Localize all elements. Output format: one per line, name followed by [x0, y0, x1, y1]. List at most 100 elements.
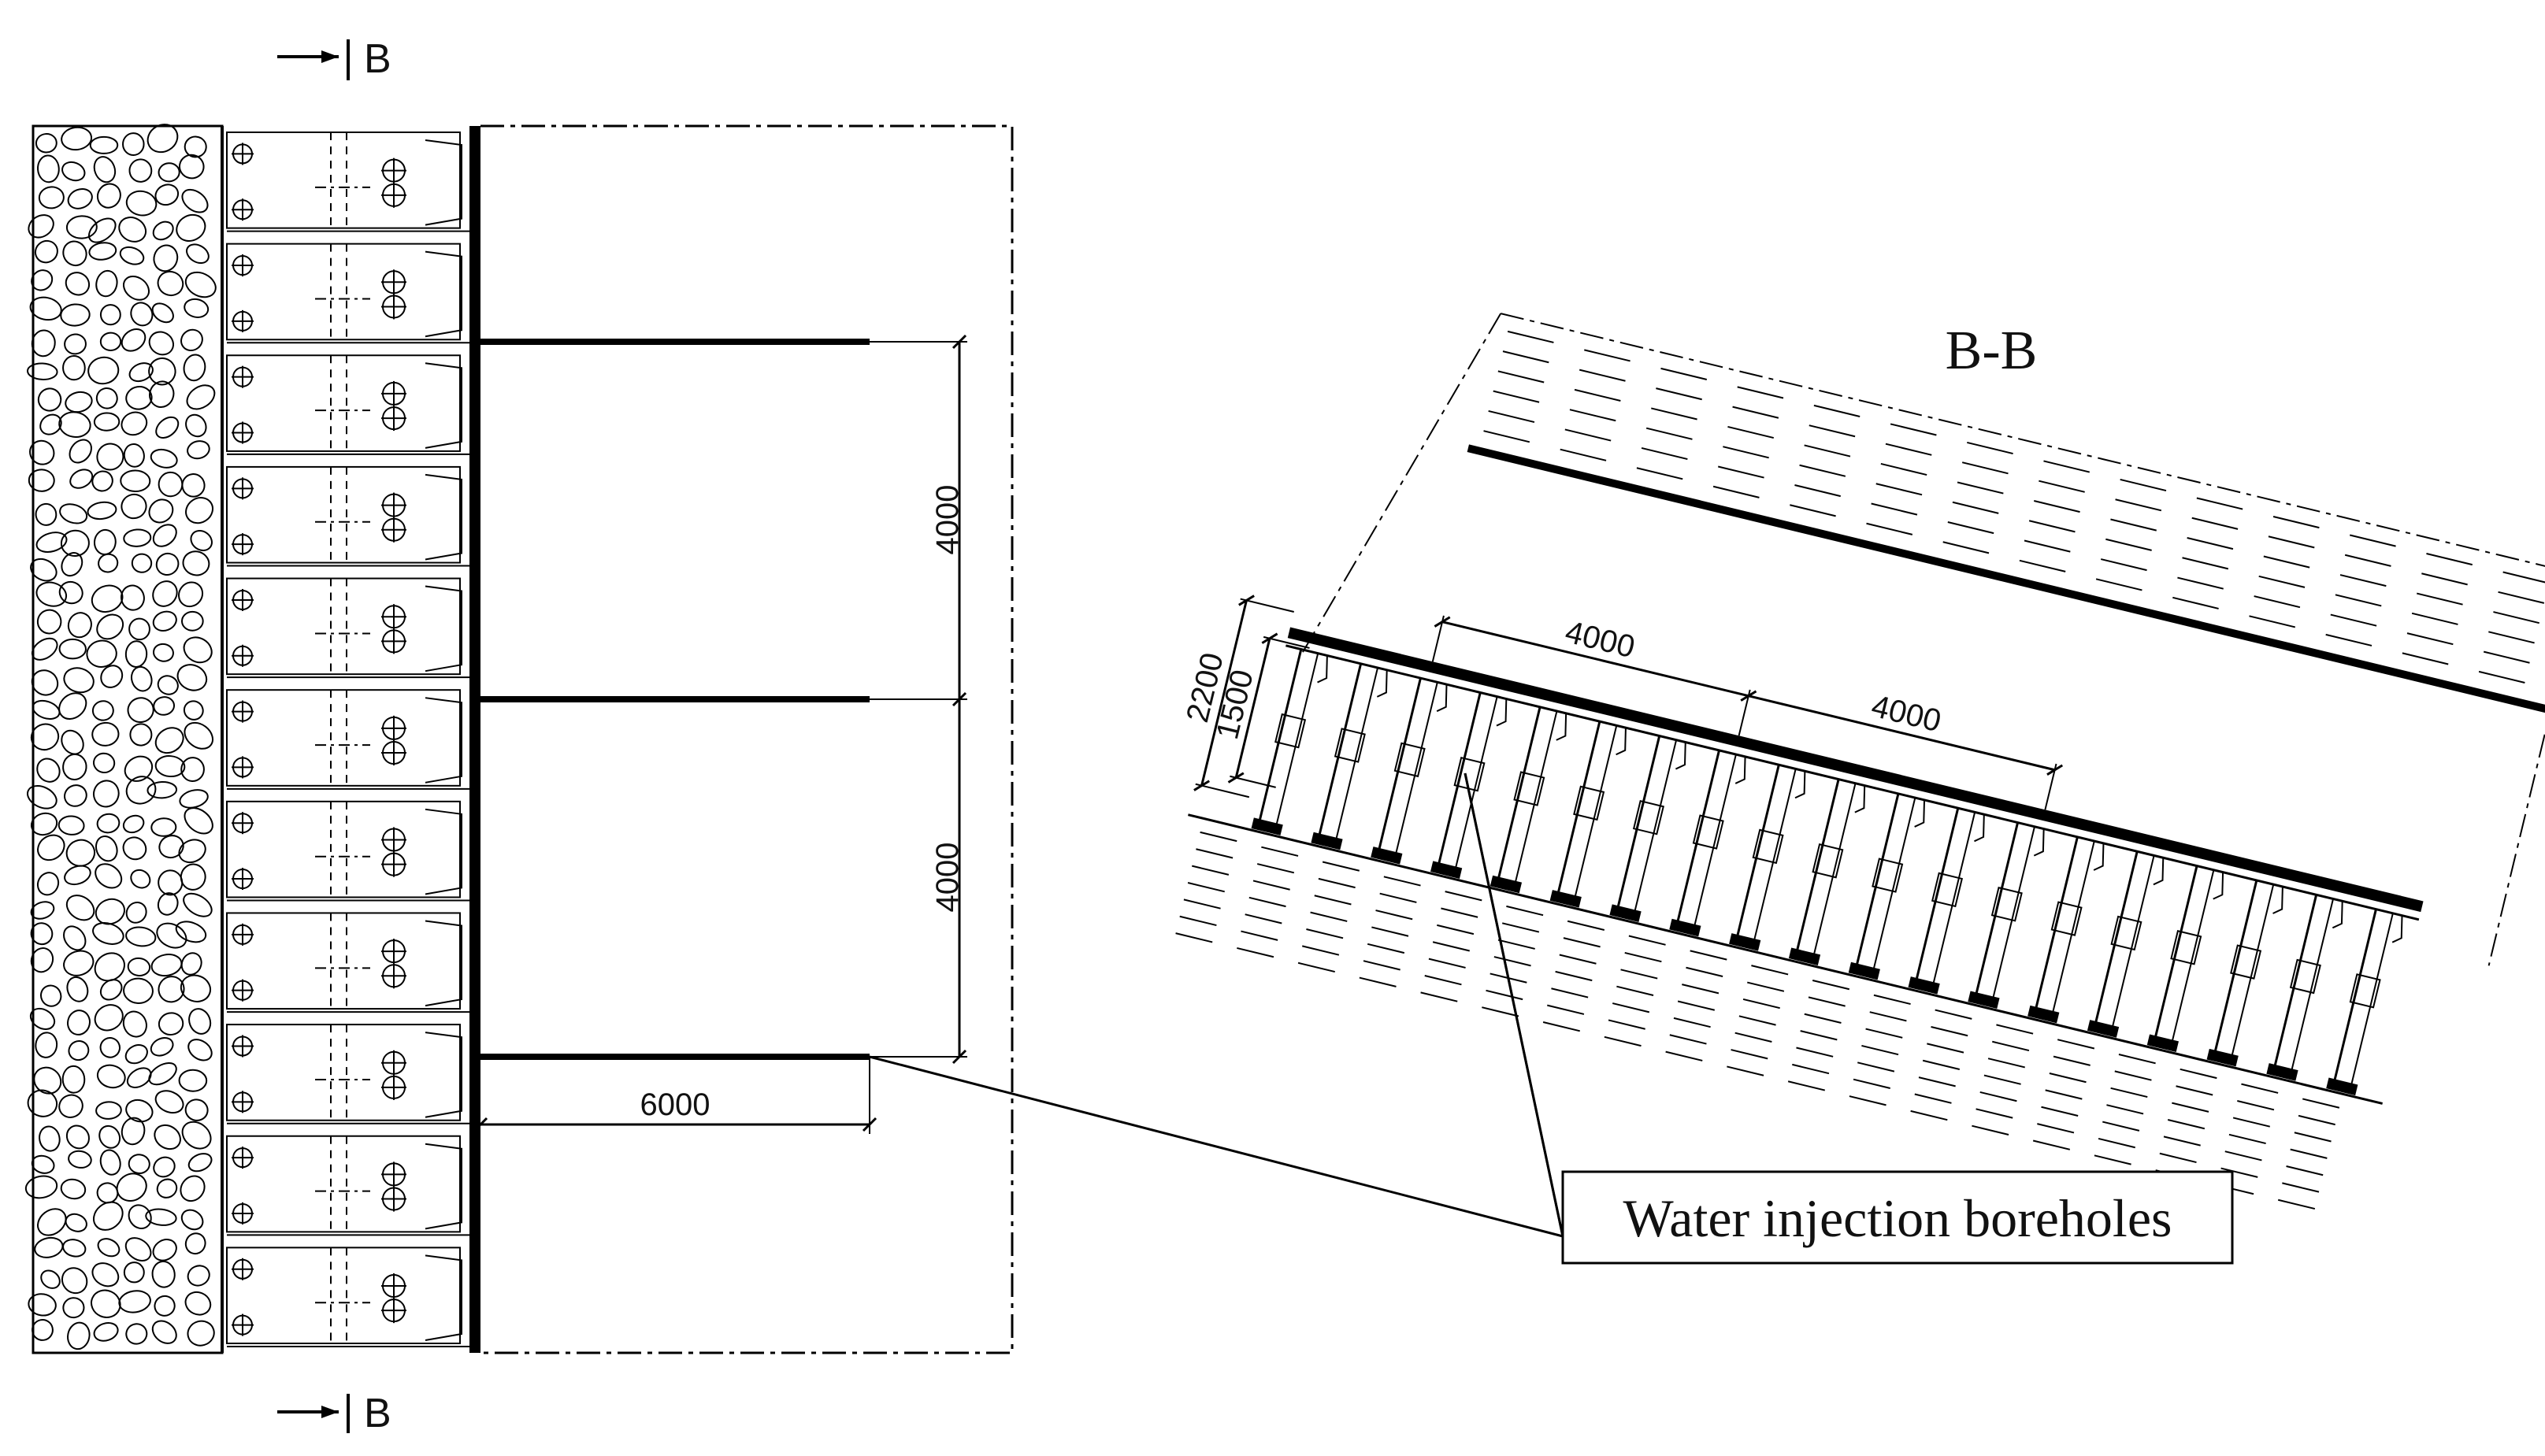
floor-hatch-dash: [1861, 1044, 1899, 1056]
rubble-stone: [30, 901, 55, 920]
rubble-stone: [35, 1032, 58, 1058]
support-canopy-tip: [425, 1143, 462, 1230]
plan-view: B B: [24, 36, 1014, 1436]
rubble-stone: [158, 162, 180, 183]
rubble-stone: [99, 304, 121, 326]
roof-hatch-dash: [2488, 631, 2535, 644]
support-leg: [1872, 797, 1916, 971]
support-link: [1616, 728, 1627, 756]
callout: Water injection boreholes: [869, 772, 2234, 1265]
rubble-stone: [181, 188, 209, 213]
rubble-stone: [124, 1044, 148, 1065]
support-link: [2153, 858, 2165, 886]
rubble-stone: [124, 640, 148, 668]
rubble-stone: [95, 387, 118, 409]
rubble-stone: [152, 1239, 177, 1261]
support-unit: [226, 689, 461, 787]
floor-hatch-dash: [1367, 943, 1405, 954]
rubble-stone: [31, 669, 59, 696]
floor-hatch-dash: [2094, 1154, 2131, 1165]
support-leg: [1556, 721, 1601, 895]
rubble-stone: [65, 272, 91, 296]
floor-hatch-dash: [1187, 882, 1225, 893]
rubble-stone: [123, 443, 145, 468]
support-base: [2146, 1034, 2179, 1053]
support-unit: [226, 912, 461, 1010]
roof-hatch-dash: [1636, 467, 1683, 480]
rubble-stone: [153, 1156, 176, 1178]
support-cylinder: [1274, 713, 1307, 749]
support-leg: [1675, 750, 1720, 924]
rubble-stone: [29, 1007, 56, 1030]
rubble-stone: [30, 723, 60, 751]
roof-hatch-dash: [1660, 367, 1708, 380]
rubble-stone: [187, 1039, 213, 1061]
support-link: [2332, 901, 2343, 929]
roof-boundary: [1500, 313, 2545, 576]
floor-hatch-dash: [1976, 1108, 2013, 1119]
roof-hatch-dash: [1967, 441, 2013, 455]
rubble-stone: [95, 898, 125, 925]
roof-hatch-dash: [2115, 498, 2162, 512]
roof-hatch-dash: [1579, 369, 1626, 382]
dim-vertical-lower: 4000: [930, 843, 965, 913]
rubble-stone: [96, 443, 124, 471]
rubble-stone: [65, 391, 93, 413]
rubble-stone: [130, 665, 153, 692]
rubble-stone: [122, 132, 145, 156]
floor-hatch-dash: [1322, 861, 1360, 872]
floor-hatch-dash: [1542, 1021, 1580, 1032]
rubble-stone: [184, 1098, 209, 1121]
support-base: [1549, 890, 1582, 908]
floor-hatch-dash: [1297, 961, 1335, 973]
floor-hatch-dash: [2298, 1114, 2335, 1126]
rubble-stone: [31, 1154, 55, 1174]
roof-hatch-dash: [2254, 595, 2301, 609]
support-leg: [1454, 696, 1498, 870]
support-cylinder: [1513, 771, 1545, 806]
roof-hatch-dash: [2406, 632, 2454, 646]
support-link: [2033, 828, 2045, 857]
support-leg: [1334, 667, 1379, 841]
rubble-stone: [125, 1323, 148, 1345]
floor-hatch-dash: [1616, 985, 1654, 996]
roof-hatch-dash: [2095, 578, 2142, 591]
rubble-stone: [125, 190, 158, 217]
rubble-stone: [95, 269, 118, 298]
rubble-stone: [86, 639, 117, 668]
floor-hatch-dash: [1686, 966, 1723, 977]
support-cylinder: [2170, 930, 2202, 965]
rubble-stone: [128, 617, 150, 641]
floor-hatch-dash: [1482, 1006, 1519, 1017]
section-spacing-dimension: 4000 4000: [1431, 615, 2064, 810]
rubble-stone: [32, 699, 61, 720]
roof-hatch-dash: [2272, 516, 2320, 529]
floor-hatch-dash: [2224, 1150, 2262, 1161]
rubble-stone: [154, 727, 184, 754]
rubble-stone: [65, 1124, 90, 1150]
support-leg: [1795, 779, 1840, 953]
support-cylinder: [1990, 887, 2023, 922]
rubble-stone: [188, 1008, 212, 1035]
support-leg: [2273, 894, 2318, 1069]
rubble-stone: [178, 1069, 208, 1092]
support-unit: [226, 132, 461, 229]
floor-hatch-dash: [1383, 876, 1421, 887]
floor-hatch-dash: [1922, 1059, 1961, 1070]
support-canopy-tip: [425, 362, 462, 449]
roof-hatch-dash: [1880, 462, 1927, 476]
floor-hatch-dash: [1379, 892, 1417, 903]
floor-hatch-dash: [1486, 989, 1523, 1001]
support-leg: [1932, 812, 1976, 986]
rubble-stone: [131, 553, 153, 573]
support-base: [2266, 1063, 2298, 1081]
floor-hatch-dash: [2237, 1100, 2275, 1111]
support-base: [1609, 904, 1642, 922]
rubble-stone: [36, 872, 60, 896]
roof-hatch-dash: [2350, 534, 2396, 547]
floor-strata-hatching: [1175, 831, 2340, 1210]
rubble-stone: [38, 186, 65, 209]
rubble-stone: [36, 758, 61, 783]
floor-hatch-dash: [1437, 924, 1475, 935]
rubble-stone: [184, 135, 207, 158]
